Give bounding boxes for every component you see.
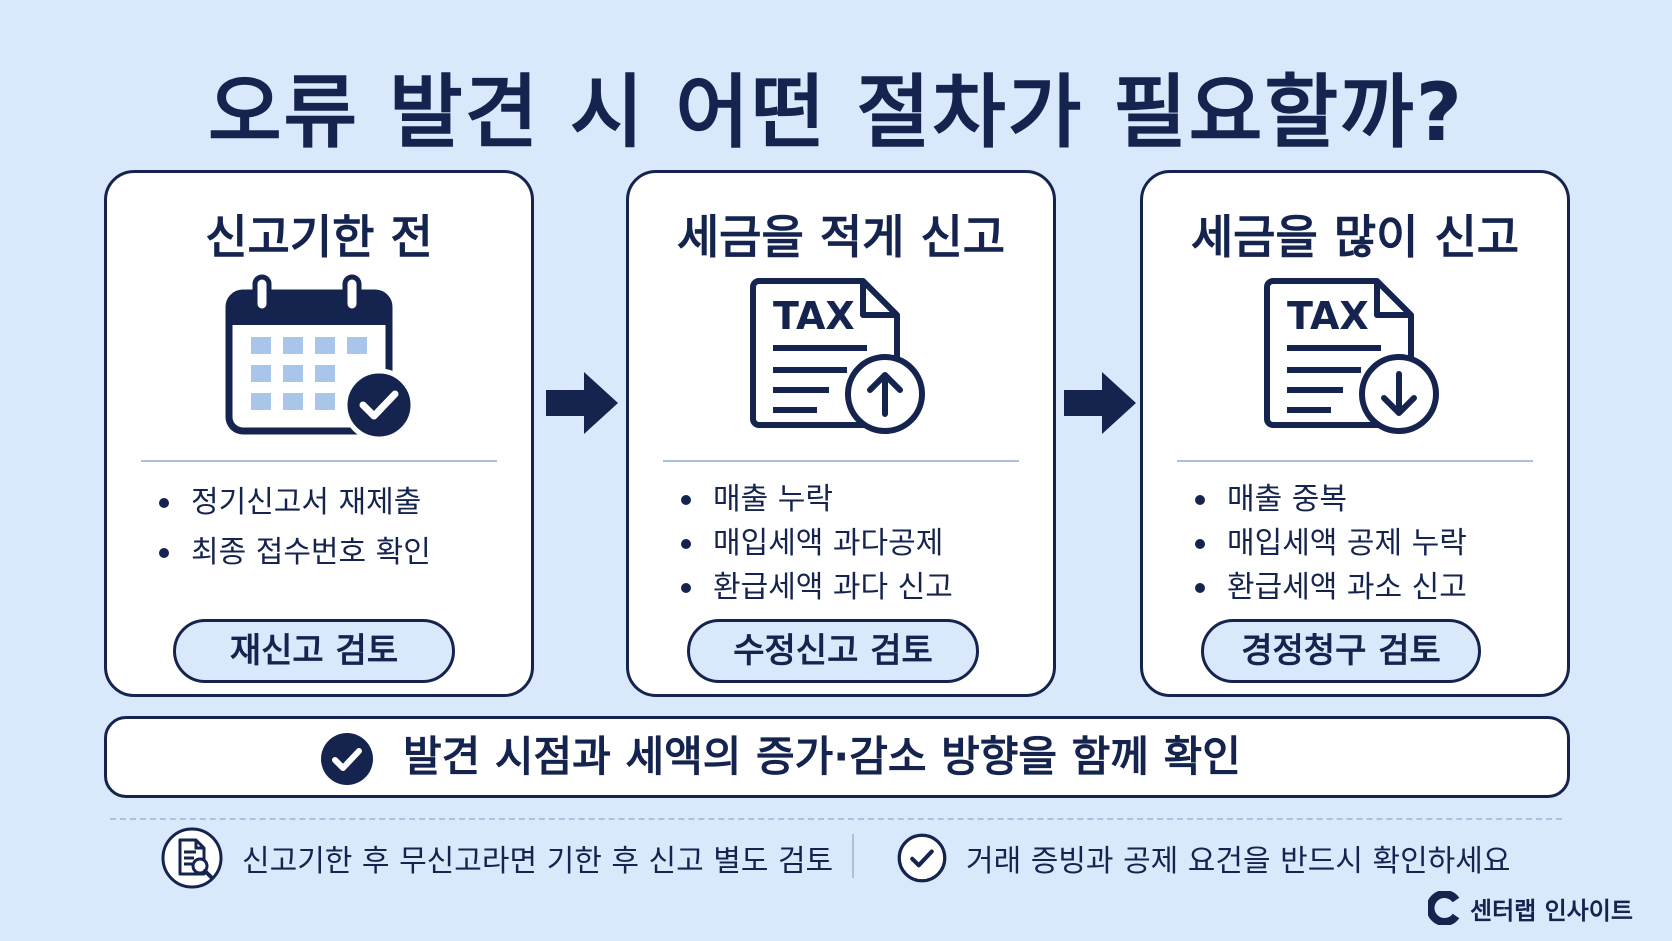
tax-document-down-icon: TAX bbox=[1264, 278, 1439, 434]
card-title: 신고기한 전 bbox=[205, 210, 433, 264]
right-arrow-icon bbox=[1064, 372, 1136, 434]
brand-name: 센터랩 인사이트 bbox=[1470, 896, 1633, 925]
list-item: 매입세액 공제 누락 bbox=[1195, 522, 1467, 566]
right-arrow-icon bbox=[546, 372, 618, 434]
footer-text: 신고기한 후 무신고라면 기한 후 신고 별도 검토 bbox=[242, 844, 834, 879]
list-item: 환급세액 과소 신고 bbox=[1195, 566, 1467, 610]
card-underreported: 세금을 적게 신고 TAX 매출 누락 매입세액 과다공제 환급세액 과다 신고… bbox=[626, 170, 1056, 697]
tax-label: TAX bbox=[773, 294, 855, 338]
list-item: 최종 접수번호 확인 bbox=[159, 528, 431, 578]
c-logo-icon bbox=[1428, 891, 1460, 925]
brand-logo: 센터랩 인사이트 bbox=[1428, 888, 1633, 928]
check-outline-icon bbox=[897, 833, 947, 883]
list-item: 매출 중복 bbox=[1195, 478, 1467, 522]
footer-note: 신고기한 후 무신고라면 기한 후 신고 별도 검토 bbox=[160, 826, 833, 890]
footer-note: 거래 증빙과 공제 요건을 반드시 확인하세요 bbox=[896, 826, 1510, 890]
list-item: 정기신고서 재제출 bbox=[159, 478, 431, 528]
card-title: 세금을 많이 신고 bbox=[1190, 210, 1520, 264]
check-circle-icon bbox=[321, 733, 373, 785]
card-before-deadline: 신고기한 전 정기신고서 재제출 최종 접수번호 확인 재신고 검토 bbox=[104, 170, 534, 697]
action-badge: 경정청구 검토 bbox=[1201, 619, 1481, 683]
card-title: 세금을 적게 신고 bbox=[676, 210, 1006, 264]
card-bullet-list: 매출 중복 매입세액 공제 누락 환급세액 과소 신고 bbox=[1195, 478, 1467, 610]
action-badge: 수정신고 검토 bbox=[687, 619, 979, 683]
page-title: 오류 발견 시 어떤 절차가 필요할까? bbox=[207, 66, 1465, 159]
action-badge: 재신고 검토 bbox=[173, 619, 455, 683]
card-bullet-list: 정기신고서 재제출 최종 접수번호 확인 bbox=[159, 478, 431, 578]
divider bbox=[110, 818, 1562, 820]
document-search-icon bbox=[161, 827, 223, 889]
list-item: 매입세액 과다공제 bbox=[681, 522, 953, 566]
summary-banner: 발견 시점과 세액의 증가·감소 방향을 함께 확인 bbox=[104, 716, 1570, 798]
list-item: 환급세액 과다 신고 bbox=[681, 566, 953, 610]
banner-text: 발견 시점과 세액의 증가·감소 방향을 함께 확인 bbox=[403, 732, 1241, 781]
card-bullet-list: 매출 누락 매입세액 과다공제 환급세액 과다 신고 bbox=[681, 478, 953, 610]
card-divider bbox=[663, 460, 1019, 462]
footer-separator bbox=[852, 834, 854, 878]
card-overreported: 세금을 많이 신고 TAX 매출 중복 매입세액 공제 누락 환급세액 과소 신… bbox=[1140, 170, 1570, 697]
footer-text: 거래 증빙과 공제 요건을 반드시 확인하세요 bbox=[966, 844, 1511, 879]
card-divider bbox=[141, 460, 497, 462]
calendar-check-icon bbox=[225, 274, 416, 442]
tax-document-up-icon: TAX bbox=[750, 278, 925, 434]
list-item: 매출 누락 bbox=[681, 478, 953, 522]
card-divider bbox=[1177, 460, 1533, 462]
tax-label: TAX bbox=[1287, 294, 1369, 338]
